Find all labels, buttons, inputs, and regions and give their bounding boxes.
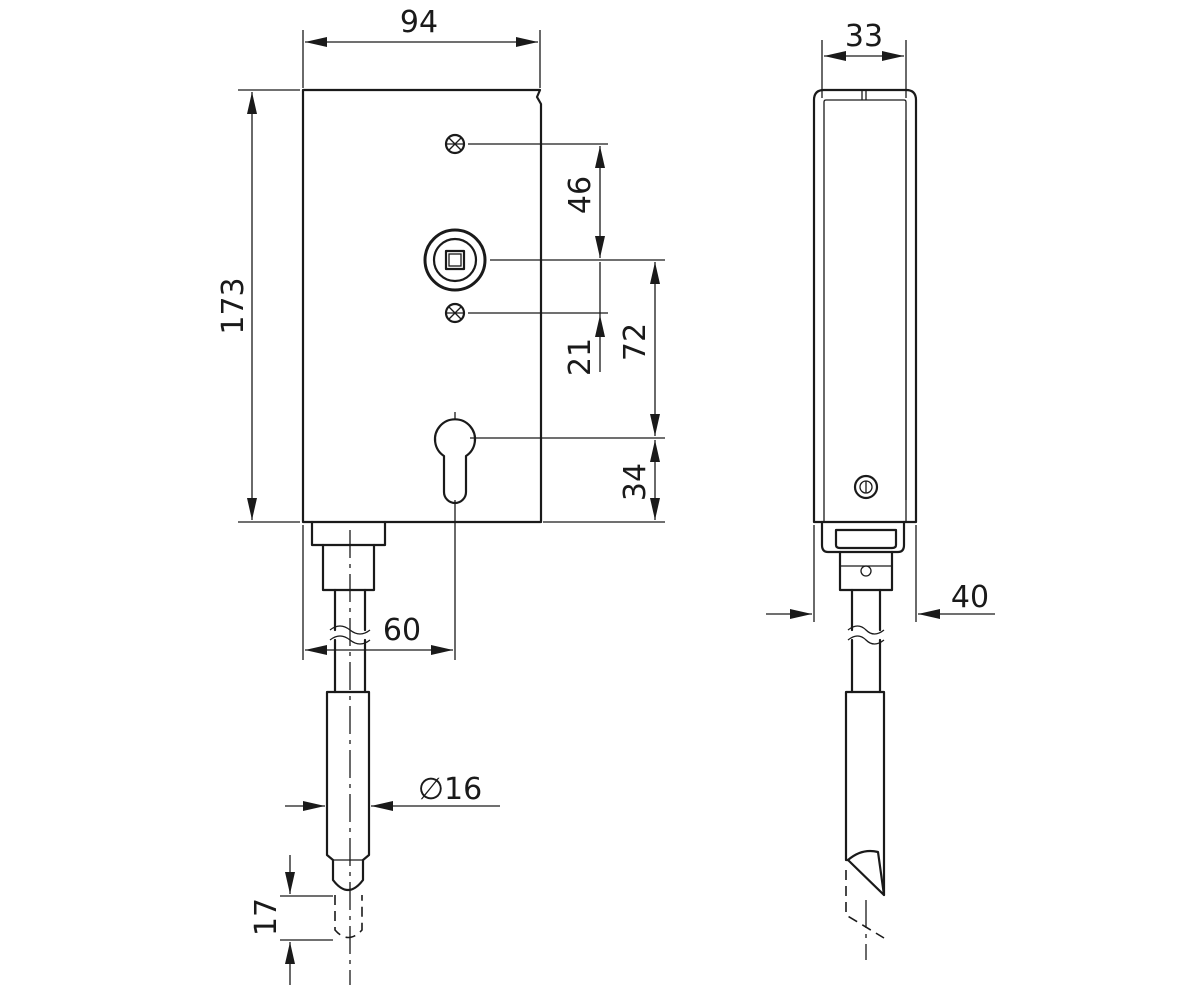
side-screw [853, 474, 879, 500]
label-cylinder-to-bottom: 34 [618, 463, 653, 501]
side-body-outline [812, 88, 918, 524]
side-bolt [844, 690, 886, 960]
bolt [325, 690, 371, 939]
label-side-depth: 33 [845, 19, 883, 54]
front-view [301, 88, 543, 985]
spindle-hub [423, 228, 487, 292]
label-bolt-tip: 17 [249, 898, 284, 936]
dimensions [238, 30, 995, 985]
top-screw [444, 133, 466, 155]
label-spindle-to-cylinder: 72 [618, 323, 653, 361]
label-bolt-diameter: ∅16 [418, 772, 482, 807]
dimension-labels: 94 173 46 21 72 34 60 ∅16 17 33 40 [216, 5, 989, 936]
label-height: 173 [216, 277, 251, 334]
lock-body-outline [301, 88, 543, 524]
label-backset: 60 [383, 613, 421, 648]
cylinder-cutout [433, 418, 477, 505]
side-view [812, 88, 918, 960]
label-side-overall: 40 [951, 580, 989, 615]
bolt-housing [310, 520, 387, 592]
label-screw-spacing: 46 [563, 176, 598, 214]
label-width: 94 [400, 5, 438, 40]
lower-screw [444, 302, 466, 324]
label-screw-to-spindle: 21 [563, 338, 598, 376]
